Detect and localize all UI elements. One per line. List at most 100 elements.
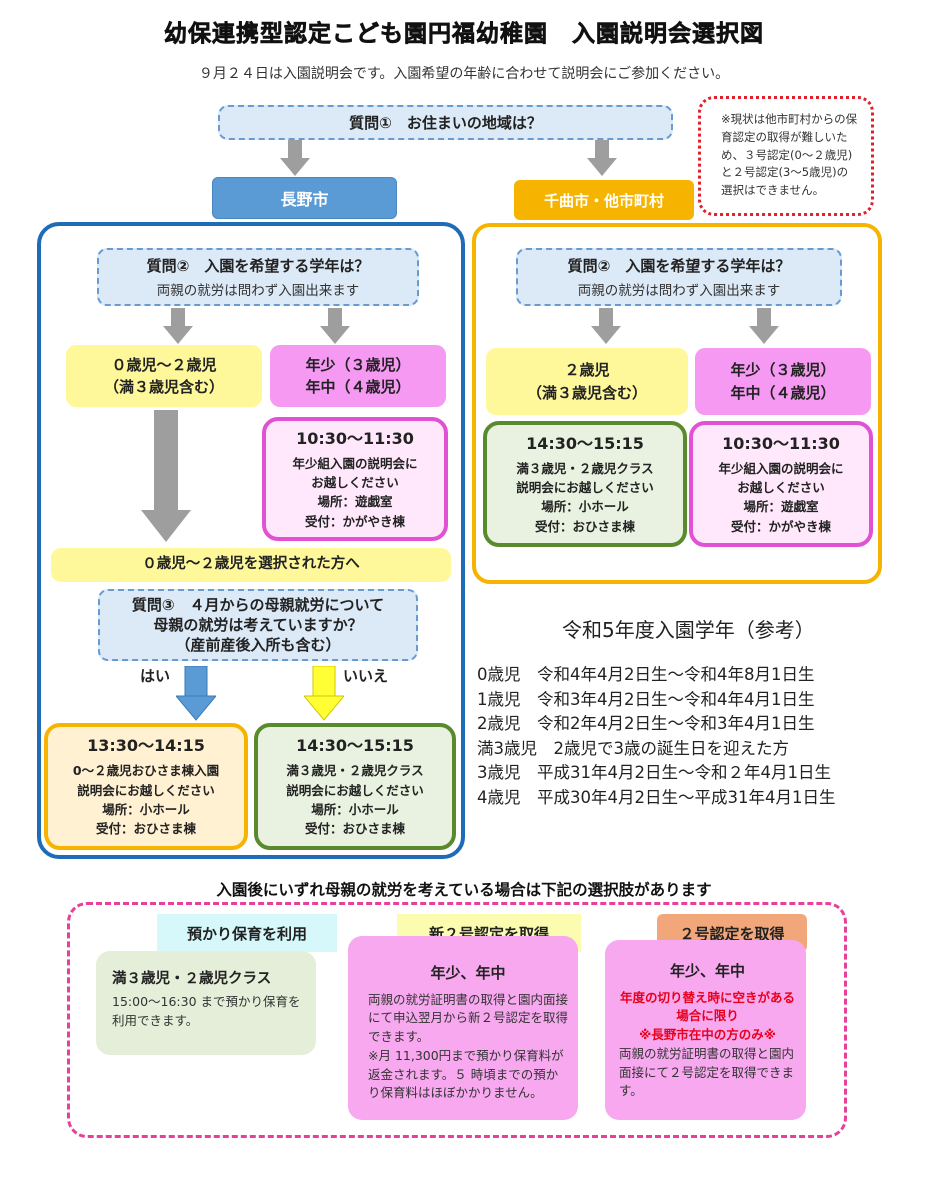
option-3-label-text: ２号認定を取得 <box>679 924 785 943</box>
nagano-session-3-4: 10:30〜11:30 年少組入園の説明会に お越しください 場所：遊戯室 受付… <box>262 417 448 541</box>
nagano-session-yes-l2: 説明会にお越しください <box>77 782 215 798</box>
nagano-session-yes-l4: 受付：おひさま棟 <box>95 821 196 837</box>
reference-list: 0歳児 令和4年4月2日生〜令和4年8月1日生 1歳児 令和3年4月2日生〜令和… <box>477 663 835 810</box>
option-1-label-text: 預かり保育を利用 <box>186 924 307 943</box>
nagano-session-old-l2: お越しください <box>311 475 399 491</box>
nagano-session-yes-l1: 0〜２歳児おひさま棟入園 <box>72 763 220 779</box>
arrow-other-young <box>591 308 621 344</box>
nagano-session-yes: 13:30〜14:15 0〜２歳児おひさま棟入園 説明会にお越しください 場所：… <box>44 723 248 850</box>
nagano-session-old-l3: 場所：遊戯室 <box>317 494 393 510</box>
nagano-q2-sub: 両親の就労は問わず入園出来ます <box>156 283 360 299</box>
yes-label: はい <box>140 667 171 685</box>
other-session-young-l2: 説明会にお越しください <box>516 480 654 496</box>
option-3-body: 年少、年中 年度の切り替え時に空きがある場合に限り ※長野市在中の方のみ※ 両親… <box>605 940 806 1120</box>
nagano-q3-l1: 質問③ ４月からの母親就労について <box>131 595 385 614</box>
other-session-old-l3: 場所：遊戯室 <box>743 499 819 515</box>
arrow-nagano-young <box>163 308 193 344</box>
arrow-yes <box>176 666 216 721</box>
nagano-session-no-l4: 受付：おひさま棟 <box>304 821 405 837</box>
reference-line: 3歳児 平成31年4月2日生〜令和２年4月1日生 <box>477 763 831 782</box>
note-box: ※現状は他市町村からの保育認定の取得が難しいため、３号認定(0〜２歳児)と２号認… <box>698 96 874 216</box>
reference-title: 令和5年度入園学年（参考） <box>562 618 815 642</box>
nagano-session-no-l2: 説明会にお越しください <box>286 782 424 798</box>
other-old-line2: 年中（４歳児） <box>730 383 836 402</box>
other-session-old-l1: 年少組入園の説明会に <box>718 460 844 476</box>
nagano-option-3-4: 年少（３歳児） 年中（４歳児） <box>270 345 446 407</box>
question-1: 質問① お住まいの地域は？ <box>218 105 673 140</box>
other-young-line1: ２歳児 <box>564 361 610 379</box>
option-2-text-2: ※月 11,300円まで預かり保育料が返金されます。５ 時頃までの預かり保育料は… <box>368 1047 564 1101</box>
bottom-frame <box>67 902 847 1138</box>
arrow-no <box>304 666 344 721</box>
region-nagano-label: 長野市 <box>212 177 397 219</box>
other-session-old-l2: お越しください <box>737 480 825 496</box>
nagano-young-line2: （満３歳児含む） <box>103 378 224 396</box>
other-session-old-time: 10:30〜11:30 <box>722 433 840 453</box>
nagano-option-0-2: ０歳児〜２歳児 （満３歳児含む） <box>66 345 262 407</box>
nagano-session-yes-time: 13:30〜14:15 <box>87 736 205 756</box>
other-session-old-l4: 受付：かがやき棟 <box>730 518 831 534</box>
arrow-q1-other <box>587 140 617 176</box>
other-session-young-l1: 満３歳児・２歳児クラス <box>516 460 654 476</box>
other-q2-sub: 両親の就労は問わず入園出来ます <box>577 283 781 299</box>
nagano-session-no-l1: 満３歳児・２歳児クラス <box>286 763 424 779</box>
other-old-line1: 年少（３歳児） <box>730 361 836 379</box>
arrow-nagano-long <box>141 410 191 542</box>
nagano-selected-text: ０歳児〜２歳児を選択された方へ <box>142 556 360 573</box>
arrow-nagano-old <box>320 308 350 344</box>
bottom-heading: 入園後にいずれ母親の就労を考えている場合は下記の選択肢があります <box>216 881 712 899</box>
nagano-q2-title: 質問② 入園を希望する学年は？ <box>146 257 370 275</box>
nagano-session-old-l1: 年少組入園の説明会に <box>292 455 418 471</box>
option-3-text: 両親の就労証明書の取得と園内面接にて２号認定を取得できます。 <box>619 1045 795 1099</box>
nagano-old-line1: 年少（３歳児） <box>305 355 411 374</box>
other-session-young-l4: 受付：おひさま棟 <box>534 518 635 534</box>
region-other-text: 千曲市・他市町村 <box>543 191 664 210</box>
nagano-session-old-time: 10:30〜11:30 <box>296 428 414 448</box>
nagano-young-line1: ０歳児〜２歳児 <box>111 355 217 374</box>
arrow-q1-nagano <box>280 140 310 176</box>
nagano-q3-l3: （産前産後入所も含む） <box>175 636 341 655</box>
other-q2-title: 質問② 入園を希望する学年は？ <box>567 257 791 275</box>
nagano-old-line2: 年中（４歳児） <box>305 378 411 396</box>
arrow-other-old <box>749 308 779 344</box>
nagano-question-3: 質問③ ４月からの母親就労について 母親の就労は考えていますか？ （産前産後入所… <box>98 589 418 661</box>
other-session-young-time: 14:30〜15:15 <box>526 433 644 453</box>
option-2-head: 年少、年中 <box>430 964 506 982</box>
reference-line: 4歳児 平成30年4月2日生〜平成31年4月1日生 <box>477 787 836 807</box>
nagano-question-2: 質問② 入園を希望する学年は？ 両親の就労は問わず入園出来ます <box>97 248 419 306</box>
note-text: ※現状は他市町村からの保育認定の取得が難しいため、３号認定(0〜２歳児)と２号認… <box>721 112 858 198</box>
option-1-head: 満３歳児・２歳児クラス <box>112 971 272 987</box>
option-1-body: 満３歳児・２歳児クラス 15:00〜16:30 まで預かり保育を利用できます。 <box>96 951 316 1055</box>
nagano-q3-l2: 母親の就労は考えていますか？ <box>153 615 363 634</box>
other-question-2: 質問② 入園を希望する学年は？ 両親の就労は問わず入園出来ます <box>516 248 842 306</box>
other-session-2: 14:30〜15:15 満３歳児・２歳児クラス 説明会にお越しください 場所：小… <box>483 421 687 547</box>
option-3-red-1: 年度の切り替え時に空きがある場合に限り <box>619 989 795 1024</box>
option-3-head: 年少、年中 <box>669 962 745 980</box>
option-1-label: 預かり保育を利用 <box>157 914 337 952</box>
nagano-frame <box>37 222 465 859</box>
nagano-session-no-l3: 場所：小ホール <box>311 801 399 817</box>
nagano-session-no-time: 14:30〜15:15 <box>296 736 414 756</box>
no-label: いいえ <box>343 667 389 685</box>
page-subtitle: ９月２４日は入園説明会です。入園希望の年齢に合わせて説明会にご参加ください。 <box>198 66 730 82</box>
question-1-text: 質問① お住まいの地域は？ <box>349 114 542 132</box>
reference-line: 2歳児 令和2年4月2日生〜令和3年4月1日生 <box>477 714 815 733</box>
reference-line: 満3歳児 2歳児で3歳の誕生日を迎えた方 <box>477 738 789 758</box>
reference-line: 1歳児 令和3年4月2日生〜令和4年4月1日生 <box>477 689 815 709</box>
nagano-session-yes-l3: 場所：小ホール <box>102 801 190 817</box>
option-3-red-2: ※長野市在中の方のみ※ <box>639 1027 776 1042</box>
other-session-3-4: 10:30〜11:30 年少組入園の説明会に お越しください 場所：遊戯室 受付… <box>689 421 873 547</box>
nagano-session-no: 14:30〜15:15 満３歳児・２歳児クラス 説明会にお越しください 場所：小… <box>254 723 456 850</box>
page-title: 幼保連携型認定こども園円福幼稚園 入園説明会選択図 <box>164 21 764 48</box>
option-2-body: 年少、年中 両親の就労証明書の取得と園内面接にて申込翌月から新２号認定を取得でき… <box>348 936 578 1120</box>
region-nagano-text: 長野市 <box>280 190 329 209</box>
reference-line: 0歳児 令和4年4月2日生〜令和4年8月1日生 <box>477 665 815 684</box>
other-frame <box>472 223 882 584</box>
option-2-text: 両親の就労証明書の取得と園内面接にて申込翌月から新２号認定を取得できます。 <box>368 991 569 1045</box>
nagano-selected-banner: ０歳児〜２歳児を選択された方へ <box>51 548 451 582</box>
nagano-session-old-l4: 受付：かがやき棟 <box>304 513 405 529</box>
other-option-2: ２歳児 （満３歳児含む） <box>486 348 688 415</box>
region-other-label: 千曲市・他市町村 <box>514 180 694 220</box>
other-option-3-4: 年少（３歳児） 年中（４歳児） <box>695 348 871 415</box>
other-session-young-l3: 場所：小ホール <box>541 499 629 515</box>
